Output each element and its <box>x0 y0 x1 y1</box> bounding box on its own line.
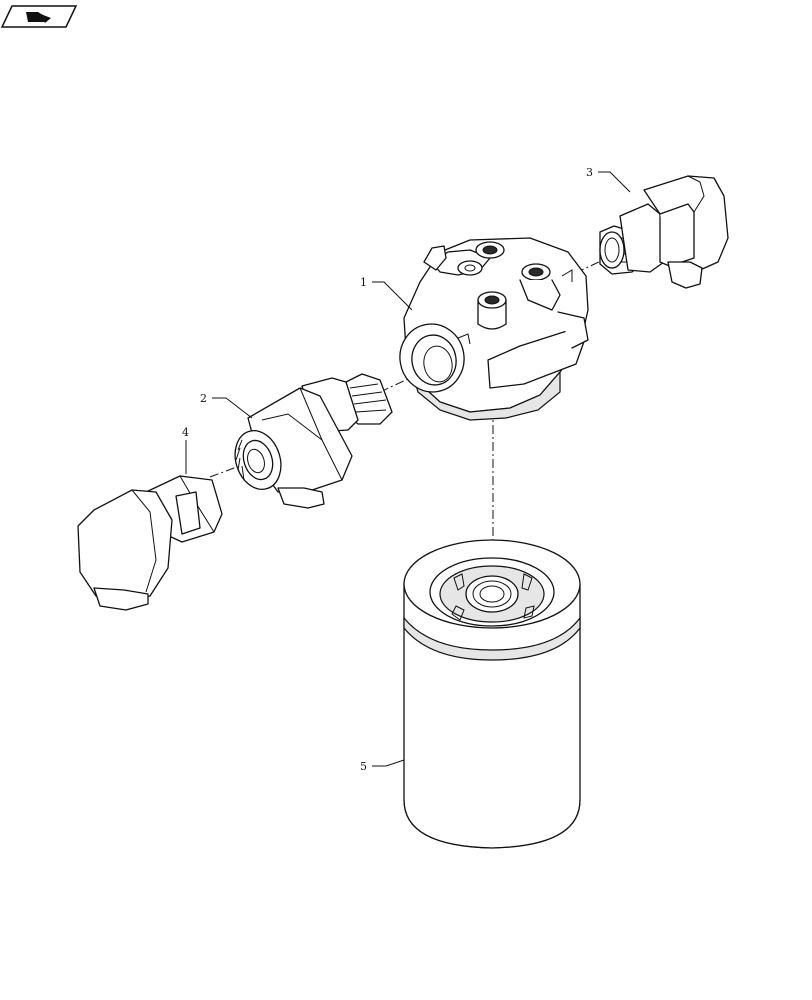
callout-2: 2 <box>200 392 253 419</box>
filter-head <box>399 237 589 421</box>
fitting-middle-union <box>234 373 393 509</box>
callout-1: 1 <box>360 276 413 311</box>
callout-label-1: 1 <box>360 276 367 289</box>
fitting-upper-right <box>599 175 729 289</box>
callout-4: 4 <box>182 426 189 474</box>
filter-cartridge <box>403 539 581 849</box>
callout-label-5: 5 <box>360 760 367 773</box>
callout-label-2: 2 <box>200 392 207 405</box>
callout-3: 3 <box>586 166 631 193</box>
page-navigation-icon[interactable] <box>0 5 78 28</box>
callout-label-3: 3 <box>586 166 593 179</box>
callout-5: 5 <box>360 759 405 773</box>
callout-label-4: 4 <box>182 426 189 439</box>
fitting-lower-left <box>77 475 223 611</box>
